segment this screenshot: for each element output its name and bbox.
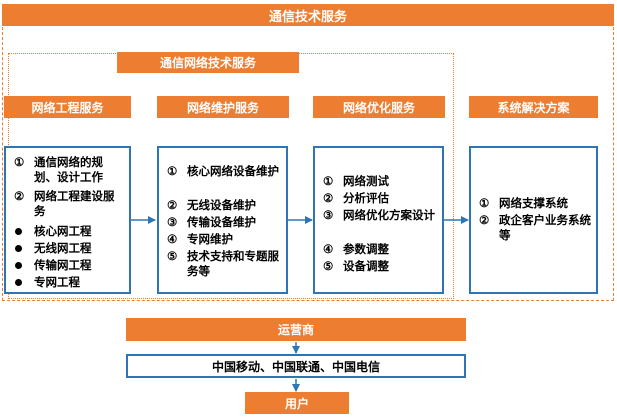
list-item: ① 网络支撑系统 bbox=[479, 196, 592, 211]
list-item: ⑤ 设备调整 bbox=[323, 259, 438, 274]
list-item: ① 网络测试 bbox=[323, 174, 438, 189]
maintenance-services-box: ① 核心网络设备维护 ② 无线设备维护 ③ 传输设备维护 ④ 专网维护 ⑤ 技术支持和专题… bbox=[157, 146, 288, 294]
bullet-icon bbox=[15, 228, 22, 235]
item-text: 无线设备维护 bbox=[187, 198, 256, 212]
bullet-icon bbox=[15, 262, 22, 269]
list-item: ② 无线设备维护 bbox=[167, 198, 282, 213]
item-marker: ⑤ bbox=[323, 259, 334, 273]
item-marker: ① bbox=[167, 164, 178, 178]
list-item: ① 核心网络设备维护 bbox=[167, 164, 282, 179]
item-text: 专网维护 bbox=[187, 232, 233, 246]
item-text: 通信网络的规划、设计工作 bbox=[34, 155, 103, 184]
item-text: 传输设备维护 bbox=[187, 215, 256, 229]
item-text: 网络支撑系统 bbox=[499, 196, 568, 210]
user-bar: 用户 bbox=[245, 392, 349, 414]
item-marker: ① bbox=[479, 196, 490, 210]
item-marker: ① bbox=[323, 174, 334, 188]
bullet-icon bbox=[15, 279, 22, 286]
operator-bar: 运营商 bbox=[126, 318, 466, 341]
item-text: 核心网工程 bbox=[34, 224, 92, 238]
item-text: 网络工程建设服务 bbox=[34, 189, 115, 218]
item-text: 无线网工程 bbox=[34, 241, 92, 255]
item-text: 网络测试 bbox=[343, 174, 389, 188]
item-text: 参数调整 bbox=[343, 242, 389, 256]
list-item: ④ 专网维护 bbox=[167, 232, 282, 247]
item-text: 核心网络设备维护 bbox=[187, 164, 279, 178]
solutions-box: ① 网络支撑系统 ② 政企客户业务系统等 bbox=[469, 146, 598, 294]
list-item: 专网工程 bbox=[14, 275, 125, 290]
list-item: ⑤ 技术支持和专题服务等 bbox=[167, 249, 282, 279]
list-item: ③ 传输设备维护 bbox=[167, 215, 282, 230]
item-marker: ② bbox=[479, 213, 490, 227]
item-text: 设备调整 bbox=[343, 259, 389, 273]
item-marker: ⑤ bbox=[167, 249, 178, 263]
item-text: 政企客户业务系统等 bbox=[499, 213, 591, 242]
item-marker: ② bbox=[14, 189, 25, 203]
column-header-optimization: 网络优化服务 bbox=[313, 96, 445, 118]
list-item: ② 分析评估 bbox=[323, 191, 438, 206]
item-text: 专网工程 bbox=[34, 275, 80, 289]
column-header-engineering: 网络工程服务 bbox=[4, 96, 131, 118]
list-item: 核心网工程 bbox=[14, 224, 125, 239]
list-item: ④ 参数调整 bbox=[323, 242, 438, 257]
bullet-icon bbox=[15, 245, 22, 252]
item-marker: ① bbox=[14, 155, 25, 169]
item-text: 技术支持和专题服务等 bbox=[187, 249, 279, 278]
list-item: ① 通信网络的规划、设计工作 bbox=[14, 155, 125, 185]
carriers-box: 中国移动、中国联通、中国电信 bbox=[126, 354, 466, 378]
item-text: 分析评估 bbox=[343, 191, 389, 205]
item-marker: ② bbox=[167, 198, 178, 212]
list-item: ③ 网络优化方案设计 bbox=[323, 208, 438, 223]
item-text: 网络优化方案设计 bbox=[343, 208, 435, 222]
list-item: 无线网工程 bbox=[14, 241, 125, 256]
item-marker: ④ bbox=[323, 242, 334, 256]
list-item: ② 政企客户业务系统等 bbox=[479, 213, 592, 243]
sub-header: 通信网络技术服务 bbox=[117, 52, 299, 73]
list-item: 传输网工程 bbox=[14, 258, 125, 273]
optimization-services-box: ① 网络测试 ② 分析评估 ③ 网络优化方案设计 ④ 参数调整 ⑤ 设备调整 bbox=[313, 146, 444, 294]
list-item: ② 网络工程建设服务 bbox=[14, 189, 125, 219]
top-header: 通信技术服务 bbox=[2, 4, 614, 26]
column-header-solutions: 系统解决方案 bbox=[469, 96, 598, 118]
engineering-services-box: ① 通信网络的规划、设计工作 ② 网络工程建设服务 核心网工程 无线网工程 传输网工… bbox=[4, 146, 131, 294]
item-marker: ④ bbox=[167, 232, 178, 246]
item-text: 传输网工程 bbox=[34, 258, 92, 272]
item-marker: ③ bbox=[323, 208, 334, 222]
column-header-maintenance: 网络维护服务 bbox=[157, 96, 289, 118]
item-marker: ③ bbox=[167, 215, 178, 229]
item-marker: ② bbox=[323, 191, 334, 205]
